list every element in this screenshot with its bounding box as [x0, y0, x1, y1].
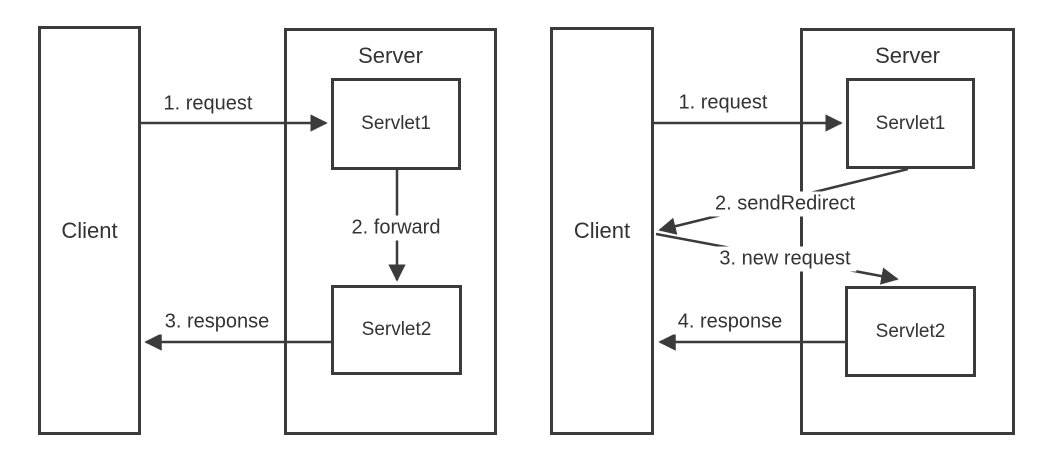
servlet2-label: Servlet2: [361, 319, 432, 340]
servlet1-box: Servlet1: [846, 78, 975, 169]
servlet1-label: Servlet1: [875, 112, 946, 134]
client-box: Client: [38, 26, 141, 435]
client-box: Client: [550, 27, 654, 435]
arrow-label-request: 1. request: [672, 90, 774, 116]
servlet1-label: Servlet1: [361, 113, 431, 134]
client-label: Client: [573, 218, 631, 243]
servlet1-box: Servlet1: [331, 78, 461, 170]
servlet2-label: Servlet2: [875, 320, 946, 342]
arrow-label-response: 4. response: [671, 309, 789, 335]
arrow-label-new-request: 3. new request: [713, 246, 857, 272]
server-label: Server: [875, 43, 940, 68]
client-label: Client: [61, 217, 118, 243]
server-label: Server: [358, 43, 423, 68]
arrow-label-sendredirect: 2. sendRedirect: [708, 191, 862, 217]
servlet2-box: Servlet2: [845, 286, 976, 377]
servlet2-box: Servlet2: [331, 285, 462, 375]
arrow-label-request: 1. request: [157, 91, 259, 117]
arrow-label-forward: 2. forward: [345, 215, 447, 241]
arrow-label-response: 3. response: [158, 309, 276, 335]
